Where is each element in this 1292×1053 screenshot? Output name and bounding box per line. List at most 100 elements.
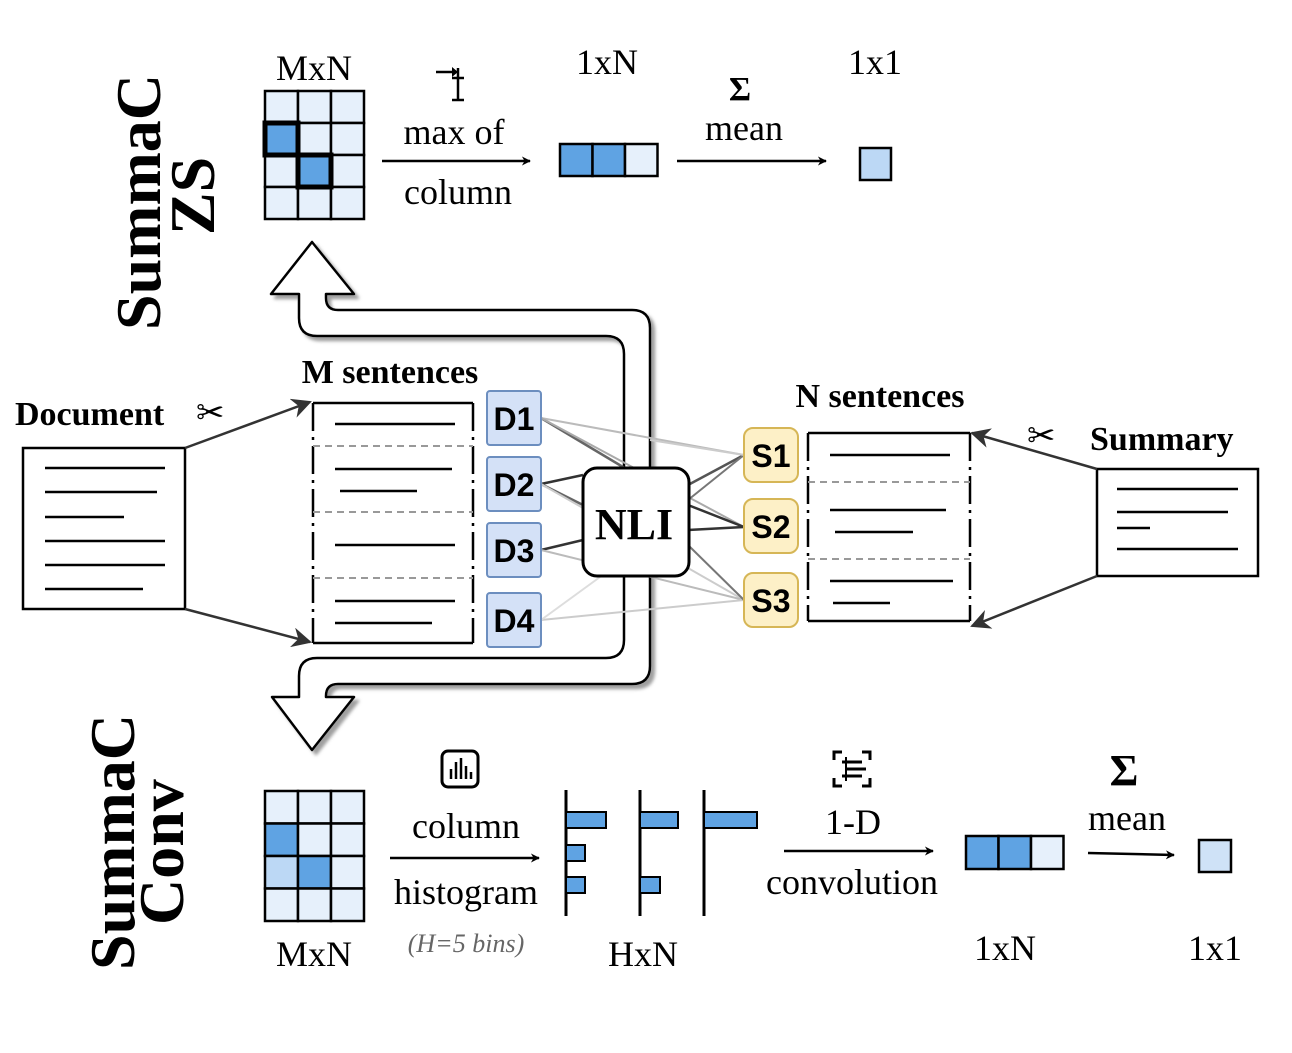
histogram-icon — [440, 749, 480, 789]
zs-matrix-cell — [263, 121, 300, 157]
conv-section: SummaC Conv MxN column histogram (H=5 bi… — [77, 714, 1242, 974]
scissors-icon: ✂ — [196, 394, 225, 432]
doc-chunk-box — [486, 522, 542, 578]
histogram-bar — [565, 876, 586, 894]
conv-matrix-cell — [263, 822, 300, 858]
summary-box — [1095, 467, 1260, 578]
zs-step1-label-line1: max of — [404, 112, 505, 152]
doc-chunk-label: D1 — [494, 401, 535, 437]
conv-step1-note: (H=5 bins) — [408, 929, 524, 958]
flow-band — [269, 240, 652, 752]
document-text-lines — [45, 466, 165, 591]
zs-matrix — [262, 89, 366, 221]
document-label: Document — [15, 396, 165, 433]
doc-chunk-box — [486, 390, 542, 446]
hxn-histograms — [564, 790, 758, 916]
zs-matrix-cell — [296, 185, 333, 221]
m-sentences-label: M sentences — [302, 354, 479, 391]
conv-step3-arrow — [1087, 850, 1175, 860]
doc-chunk-box — [486, 592, 542, 648]
conv-matrix-cell — [329, 822, 366, 858]
conv-matrix-cell — [263, 887, 300, 923]
nli-label: NLI — [595, 500, 673, 549]
doc-chunk-label: D4 — [494, 603, 535, 639]
doc-chunk-label: D2 — [494, 467, 535, 503]
zs-section: SummaC ZS MxN max of column 1xN Σ mean 1… — [103, 42, 902, 330]
summary-label: Summary — [1090, 421, 1234, 458]
conv-step1-label-line1: column — [412, 806, 520, 846]
zs-vector — [558, 142, 659, 178]
conv-step3-label: mean — [1088, 798, 1166, 838]
conv-matrix-cell — [296, 822, 333, 858]
zs-vector-cell — [558, 142, 594, 178]
conv-step2-label-line2: convolution — [766, 862, 938, 902]
zs-matrix-cell — [263, 89, 300, 125]
conv-vector-cell — [1029, 834, 1065, 871]
conv-vector — [964, 834, 1065, 871]
summary-chunk-label: S1 — [751, 438, 790, 474]
flow-band-outline — [269, 240, 652, 752]
summary-chunk-box — [743, 498, 799, 554]
max-arrow-icon — [436, 67, 464, 102]
summary-scissors-icon: ✂ — [1027, 417, 1056, 455]
summary-chunk-box — [743, 572, 799, 628]
zs-matrix-cell — [329, 185, 366, 221]
conv-matrix-cell — [329, 854, 366, 890]
zs-matrix-cell — [329, 121, 366, 157]
conv-scalar-label: 1x1 — [1188, 928, 1242, 968]
histogram-bar — [565, 844, 586, 862]
zs-title-line2: ZS — [157, 157, 228, 235]
zs-matrix-cell — [296, 89, 333, 125]
zs-vector-cell — [623, 142, 659, 178]
conv-sigma-icon: Σ — [1110, 746, 1139, 795]
conv-vector-cell — [964, 834, 1000, 871]
zs-step1-label-line2: column — [404, 172, 512, 212]
nli-box: NLI — [581, 466, 691, 578]
doc-split-arrow-top — [184, 398, 312, 450]
doc-chunk-box — [486, 456, 542, 512]
conv-step1-label-line2: histogram — [394, 872, 538, 912]
zs-scalar-label: 1x1 — [848, 42, 902, 82]
m-sentences-box — [311, 401, 475, 645]
conv-matrix-cell — [296, 887, 333, 923]
conv-title-line1: SummaC — [77, 714, 148, 970]
conv-matrix-cell — [329, 887, 366, 923]
hist-label: HxN — [608, 934, 678, 974]
conv-scalar-cell — [1197, 838, 1233, 874]
conv-matrix-label: MxN — [276, 934, 352, 974]
zs-title-line1: SummaC — [103, 74, 174, 330]
summary-text-lines — [1117, 487, 1238, 551]
doc-split-arrow-bottom — [184, 607, 312, 648]
conv-matrix-cell — [329, 789, 366, 825]
zs-matrix-cell — [296, 121, 333, 157]
summary-chunk-box — [743, 427, 799, 483]
zs-matrix-max-cell — [262, 120, 301, 158]
zs-scalar-cell — [858, 146, 893, 182]
conv-matrix-cell — [296, 789, 333, 825]
middle-section: Document ✂ M sentences — [15, 354, 1260, 648]
n-sentences-label: N sentences — [795, 378, 964, 415]
conv-matrix-cell — [296, 854, 333, 890]
zs-vector-cell — [591, 142, 627, 178]
histogram-bar — [639, 876, 661, 894]
zs-matrix-cell — [263, 153, 300, 189]
conv-matrix-cell — [263, 789, 300, 825]
convolution-icon — [832, 750, 872, 788]
zs-matrix-label: MxN — [276, 48, 352, 88]
summary-split-arrow-top — [970, 428, 1098, 471]
conv-title-line2: Conv — [126, 779, 197, 925]
histogram-bar — [703, 811, 758, 829]
document-box — [21, 446, 187, 611]
summary-chunk-label: S2 — [751, 509, 790, 545]
conv-matrix-cell — [263, 854, 300, 890]
n-sentences-box — [806, 431, 972, 623]
sigma-icon: Σ — [729, 71, 751, 108]
zs-matrix-cell — [329, 89, 366, 125]
zs-vector-label: 1xN — [576, 42, 638, 82]
summary-split-arrow-bottom — [970, 574, 1098, 629]
conv-step2-label-line1: 1-D — [825, 802, 881, 842]
zs-matrix-max-cell — [295, 152, 334, 190]
